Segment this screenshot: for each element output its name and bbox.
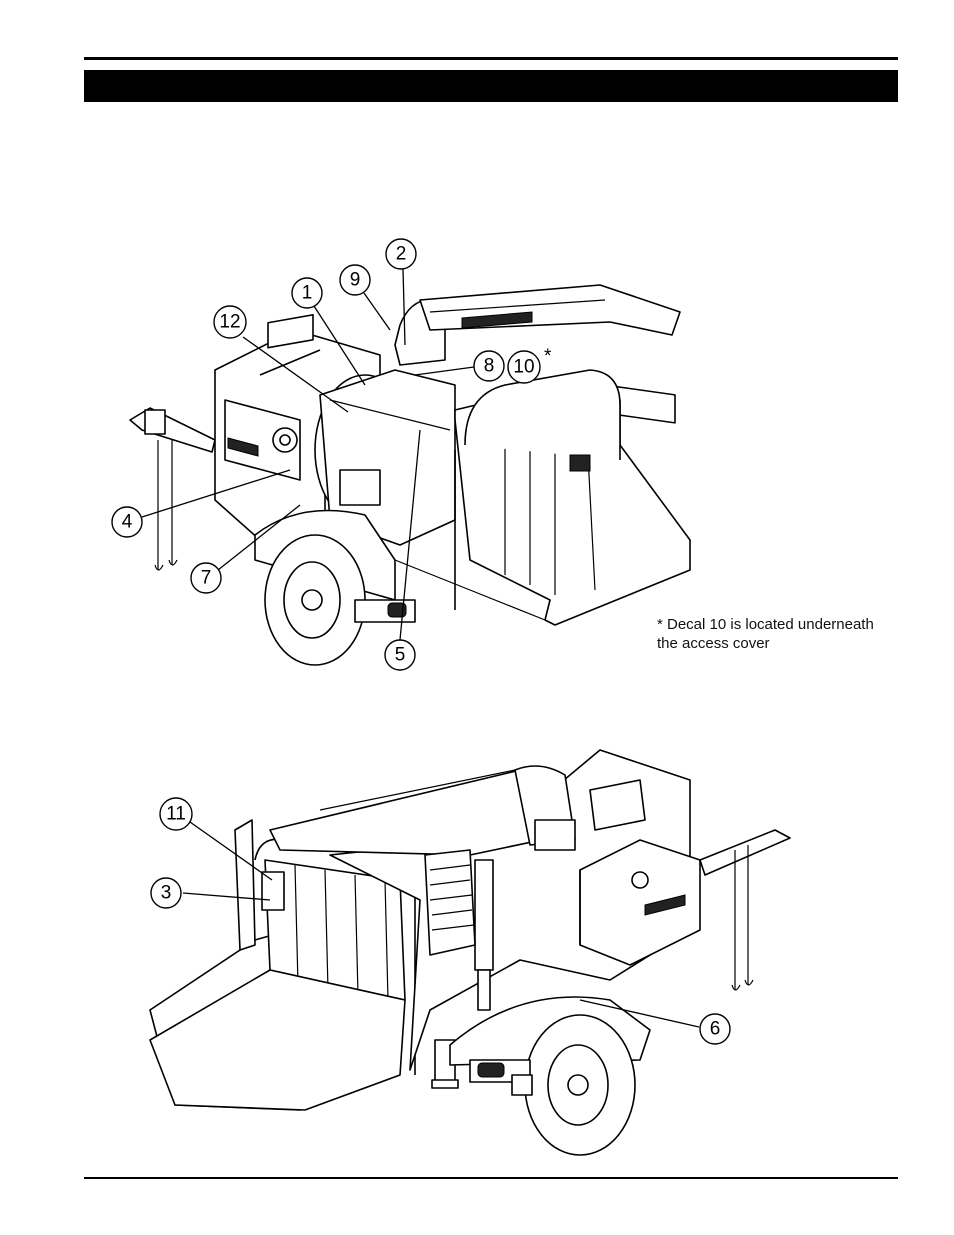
callout-2: 2	[385, 238, 417, 270]
svg-text:11: 11	[166, 804, 186, 825]
svg-text:10: 10	[513, 357, 534, 378]
svg-text:1: 1	[302, 283, 313, 304]
callout-1: 1	[291, 277, 323, 309]
section-title-bar	[84, 70, 898, 102]
callout-3: 3	[150, 877, 182, 909]
callout-4: 4	[111, 506, 143, 538]
chipper-illustration-rear	[149, 749, 791, 1156]
callout-6: 6	[699, 1013, 731, 1045]
decal-10-asterisk: *	[544, 346, 552, 367]
svg-text:5: 5	[395, 645, 406, 666]
callout-12: 12	[213, 305, 247, 339]
bottom-rule	[84, 1177, 898, 1179]
top-rule	[84, 57, 898, 60]
svg-text:12: 12	[219, 312, 240, 333]
svg-text:4: 4	[122, 512, 133, 533]
callout-8: 8	[473, 350, 505, 382]
svg-text:9: 9	[350, 270, 361, 291]
callout-10: 10 *	[507, 346, 552, 384]
svg-text:8: 8	[484, 356, 495, 377]
callout-7: 7	[190, 562, 222, 594]
callout-5: 5	[384, 639, 416, 671]
note-line-1: * Decal 10 is located underneath	[657, 616, 874, 633]
svg-text:2: 2	[396, 244, 407, 265]
svg-text:3: 3	[161, 883, 172, 904]
callout-11: 11	[159, 797, 193, 831]
decal-10-note: * Decal 10 is located underneath the acc…	[657, 615, 897, 653]
callout-9: 9	[339, 264, 371, 296]
svg-text:7: 7	[201, 568, 212, 589]
chipper-illustration-front	[129, 284, 691, 666]
svg-text:6: 6	[710, 1019, 721, 1040]
note-line-2: the access cover	[657, 635, 770, 652]
